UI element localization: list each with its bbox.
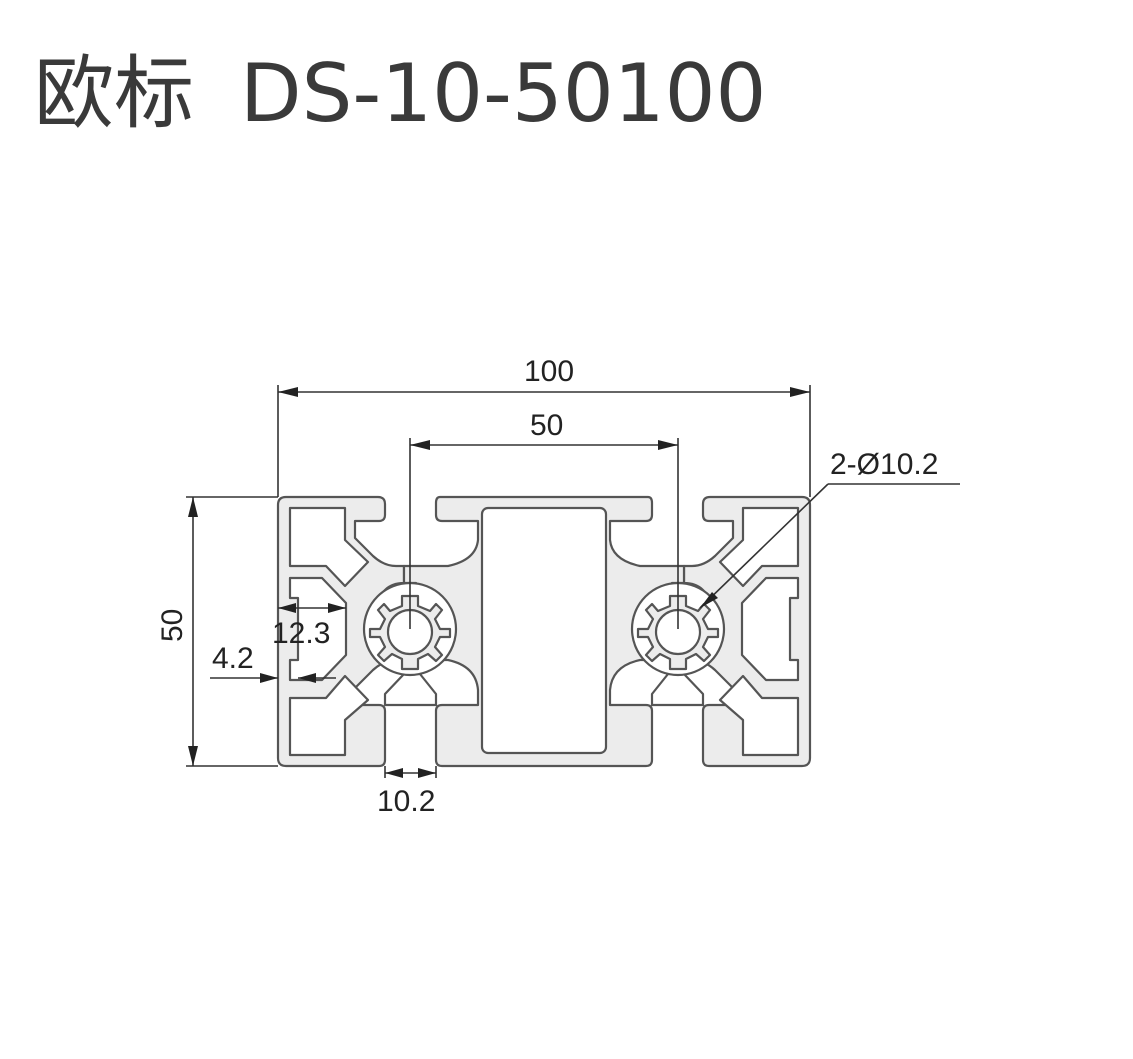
dim-overall-width: 100 <box>524 355 574 388</box>
dim-height: 50 <box>156 609 189 642</box>
cavity-bottom-right <box>718 674 800 757</box>
title-prefix: 欧标 <box>34 47 194 140</box>
cavity-top-right <box>718 506 800 588</box>
cavity-bottom-mid-right <box>650 672 705 707</box>
cavity-bottom-mid-left <box>383 672 438 707</box>
cavity-left-slot <box>288 576 348 682</box>
dim-center-spacing: 50 <box>530 409 563 442</box>
dim-slot-width: 10.2 <box>377 785 435 818</box>
title-model: DS-10-50100 <box>240 47 767 140</box>
cavity-right-slot <box>740 576 800 682</box>
cavity-top-left <box>288 506 370 588</box>
cavity-bottom-left <box>288 674 370 757</box>
dim-wall: 4.2 <box>212 642 254 675</box>
dim-hole: 2-Ø10.2 <box>830 448 938 481</box>
center-cavity <box>480 506 608 755</box>
dim-depth: 12.3 <box>272 617 330 650</box>
